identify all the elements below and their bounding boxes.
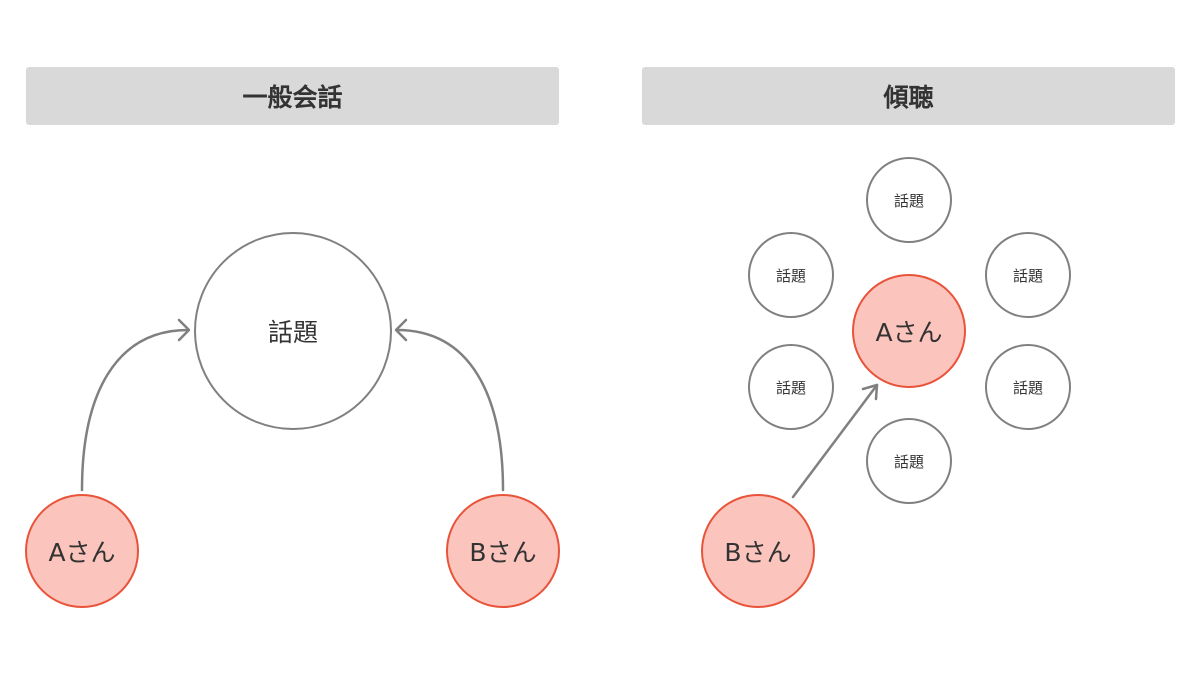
listener-label: Bさん [724,538,792,567]
topic-label: 話題 [1012,378,1043,397]
topic-node: 話題 [748,344,834,430]
arrow-b-to-topic-head [394,318,408,342]
topic-label: 話題 [893,191,924,210]
topic-label: 話題 [1012,266,1043,285]
center-person-node: Aさん [852,274,966,388]
center-person-label: Aさん [875,318,943,347]
topic-label: 話題 [775,378,806,397]
arrow-a-to-topic-head [177,318,191,342]
person-b-label: Bさん [469,538,537,567]
arrow-b-to-a-head [861,383,879,401]
person-a-label: Aさん [48,538,116,567]
topic-node: 話題 [866,418,952,504]
person-b-node: Bさん [446,494,560,608]
topic-node: 話題 [748,232,834,318]
topic-node: 話題 [985,232,1071,318]
general-conversation-header: 一般会話 [26,67,559,125]
listener-node: Bさん [701,494,815,608]
arrow-b-to-topic [395,328,505,492]
active-listening-title: 傾聴 [883,83,934,112]
shared-topic-node: 話題 [194,232,392,430]
arrow-a-to-topic [80,328,190,492]
topic-node: 話題 [985,344,1071,430]
shared-topic-label: 話題 [267,318,318,347]
general-conversation-title: 一般会話 [242,83,343,112]
topic-node: 話題 [866,157,952,243]
topic-label: 話題 [775,266,806,285]
topic-label: 話題 [893,452,924,471]
active-listening-header: 傾聴 [642,67,1175,125]
person-a-node: Aさん [25,494,139,608]
